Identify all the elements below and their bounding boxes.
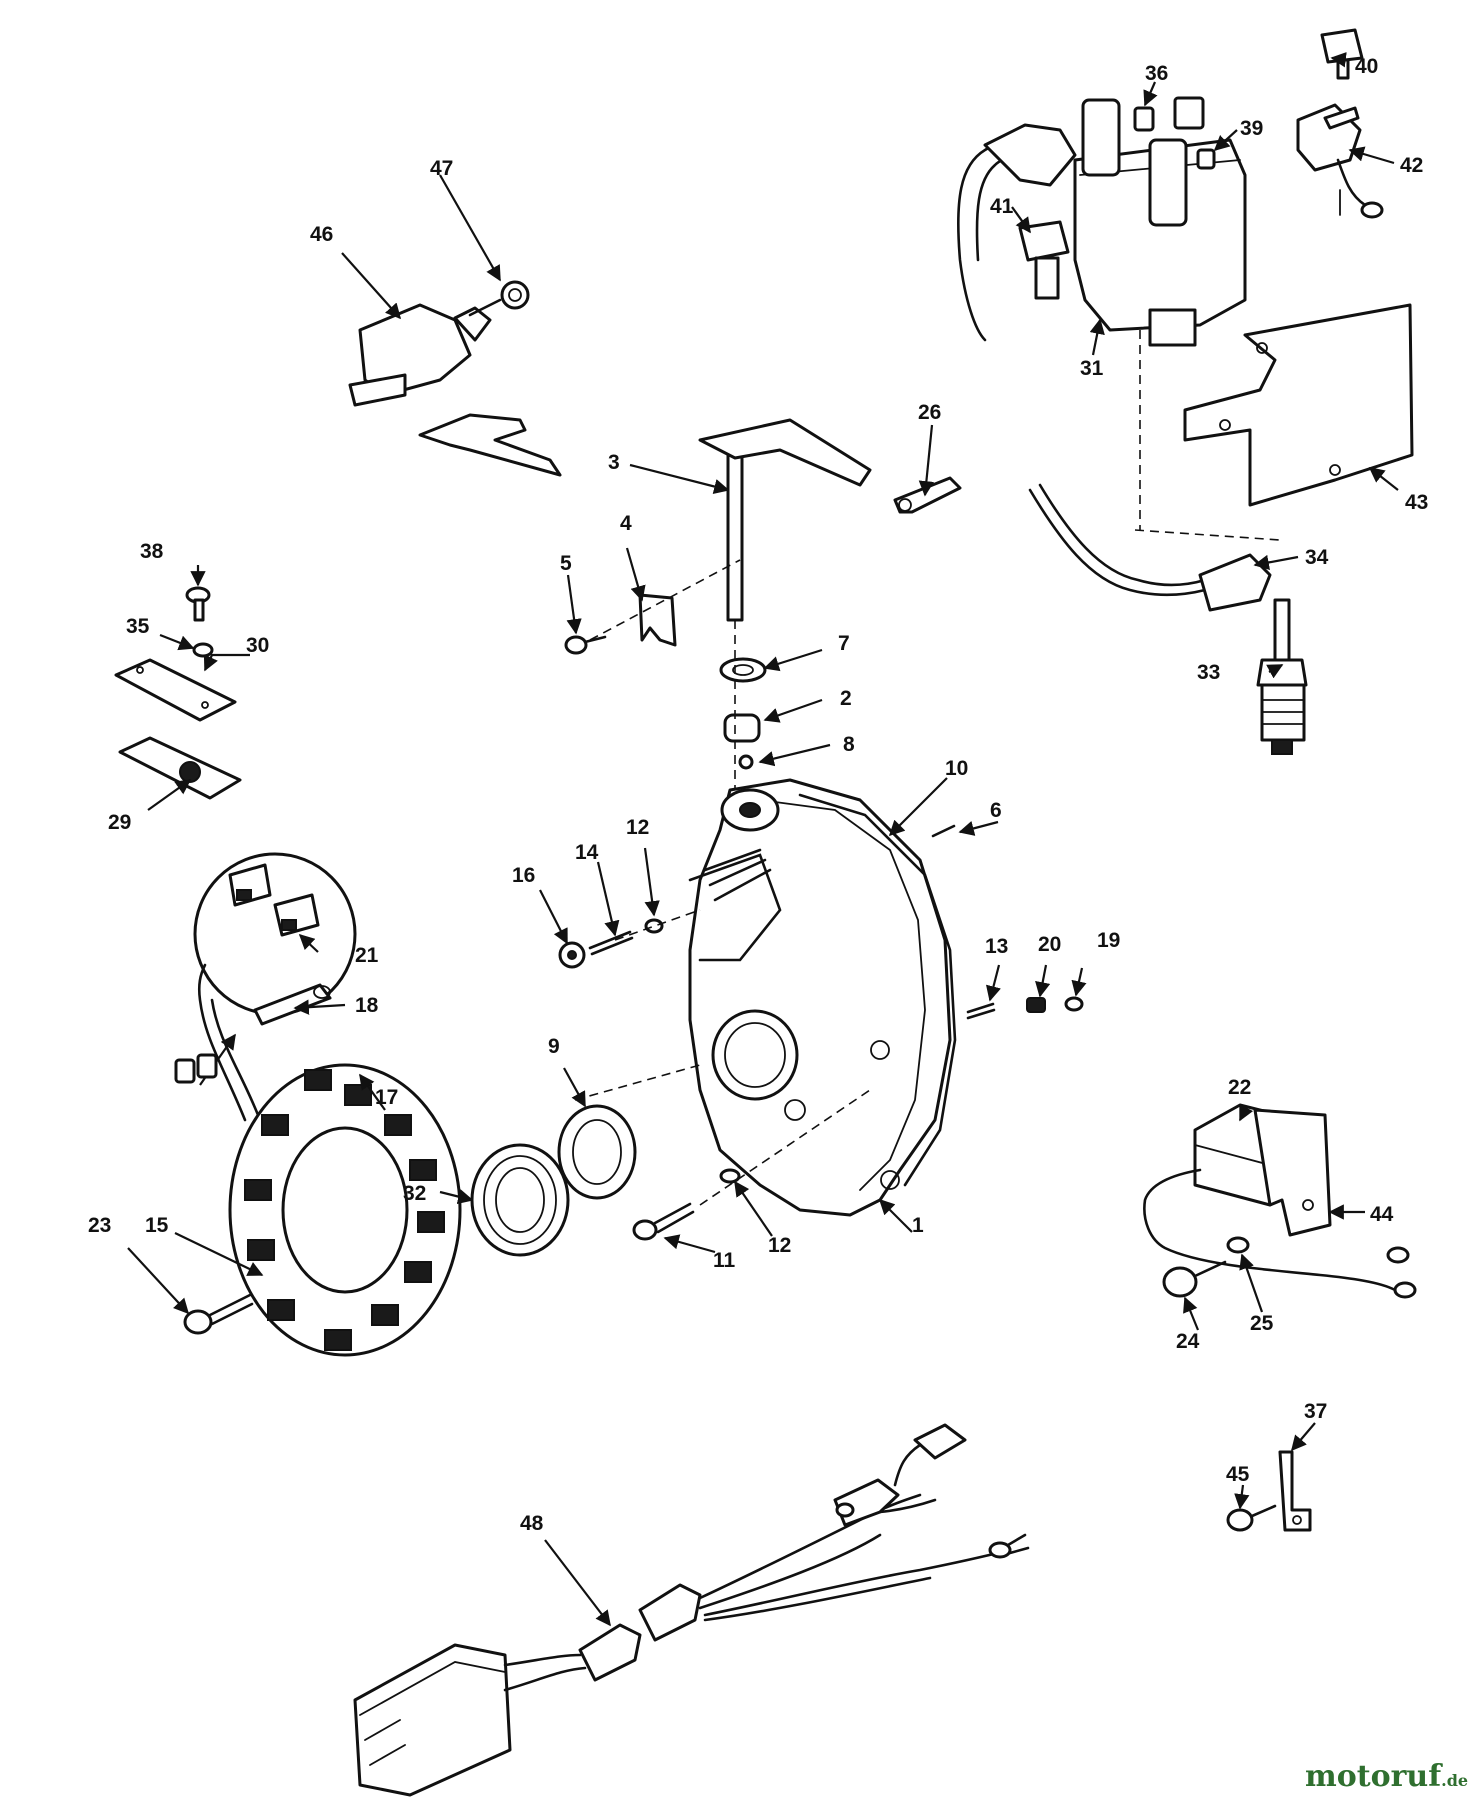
label-40: 40 bbox=[1355, 55, 1378, 78]
label-15: 15 bbox=[145, 1214, 169, 1237]
label-12-upper: 12 bbox=[626, 816, 649, 839]
label-41: 41 bbox=[990, 195, 1014, 218]
label-13: 13 bbox=[985, 935, 1008, 958]
label-39: 39 bbox=[1240, 117, 1263, 140]
part-36-terminal bbox=[1133, 96, 1205, 132]
part-45-screw bbox=[1226, 1504, 1277, 1532]
label-43: 43 bbox=[1405, 491, 1428, 514]
part-37-clamp bbox=[1278, 1450, 1312, 1532]
watermark-brand: motoruf bbox=[1305, 1759, 1443, 1794]
label-8: 8 bbox=[843, 733, 855, 756]
part-43-bracket bbox=[1183, 303, 1414, 507]
label-2: 2 bbox=[840, 687, 852, 710]
part-46-sender bbox=[348, 298, 502, 407]
label-21: 21 bbox=[355, 944, 379, 967]
part-5-screw bbox=[564, 635, 607, 655]
label-22: 22 bbox=[1228, 1076, 1251, 1099]
label-47: 47 bbox=[430, 157, 453, 180]
part-44-heat-sink bbox=[1143, 1108, 1417, 1299]
label-12-lower: 12 bbox=[768, 1234, 791, 1257]
part-41-bolt bbox=[1018, 220, 1070, 300]
label-19: 19 bbox=[1097, 929, 1120, 952]
part-32-bearing bbox=[470, 1143, 570, 1257]
part-12-washer-upper bbox=[644, 918, 664, 934]
part-10-gasket bbox=[798, 793, 957, 1187]
label-9: 9 bbox=[548, 1035, 560, 1058]
label-10: 10 bbox=[945, 757, 968, 780]
label-33: 33 bbox=[1197, 661, 1220, 684]
label-3: 3 bbox=[608, 451, 620, 474]
label-14: 14 bbox=[575, 841, 599, 864]
part-4-bracket bbox=[638, 593, 677, 647]
part-3-governor-shaft bbox=[418, 413, 872, 622]
part-48-wiring-harness bbox=[353, 1423, 1030, 1797]
part-24-screw bbox=[1162, 1260, 1227, 1298]
part-2-collar bbox=[723, 713, 761, 743]
part-39-terminal bbox=[1196, 148, 1216, 170]
label-44: 44 bbox=[1370, 1203, 1394, 1226]
label-48: 48 bbox=[520, 1512, 544, 1535]
part-25-washer bbox=[1226, 1236, 1250, 1254]
part-26-clip bbox=[893, 476, 962, 514]
part-8-ball bbox=[738, 754, 754, 770]
label-5: 5 bbox=[560, 552, 572, 575]
part-13-stud bbox=[966, 1002, 996, 1020]
label-23: 23 bbox=[88, 1214, 111, 1237]
part-31-ignition-coil bbox=[956, 98, 1247, 347]
part-33-spark-plug bbox=[1256, 598, 1308, 755]
part-20-nut bbox=[1026, 997, 1046, 1013]
label-20: 20 bbox=[1038, 933, 1061, 956]
label-42: 42 bbox=[1400, 154, 1423, 177]
label-7: 7 bbox=[838, 632, 850, 655]
watermark-tld: .de bbox=[1441, 1771, 1468, 1790]
part-38-screw bbox=[185, 586, 211, 622]
label-16: 16 bbox=[512, 864, 535, 887]
label-35: 35 bbox=[126, 615, 150, 638]
part-34-spark-plug-lead bbox=[1028, 483, 1272, 612]
part-11-bolt bbox=[632, 1202, 695, 1241]
part-47-lock-washer bbox=[500, 280, 530, 310]
part-23-screw bbox=[183, 1293, 254, 1335]
part-6-pin bbox=[931, 824, 956, 838]
label-36: 36 bbox=[1145, 62, 1168, 85]
label-26: 26 bbox=[918, 401, 941, 424]
part-18-terminal bbox=[253, 983, 332, 1026]
part-12-washer-lower bbox=[719, 1168, 741, 1184]
label-31: 31 bbox=[1080, 357, 1104, 380]
leader-lines bbox=[127, 52, 1399, 1627]
label-29: 29 bbox=[108, 811, 131, 834]
part-42-capacitor bbox=[1296, 103, 1384, 219]
part-1-housing bbox=[688, 778, 952, 1217]
label-46: 46 bbox=[310, 223, 333, 246]
part-17-stator bbox=[174, 963, 462, 1357]
detail-circle bbox=[193, 852, 357, 1016]
label-32: 32 bbox=[403, 1182, 426, 1205]
label-38: 38 bbox=[140, 540, 164, 563]
label-30: 30 bbox=[246, 634, 269, 657]
label-17: 17 bbox=[375, 1086, 398, 1109]
label-18: 18 bbox=[355, 994, 379, 1017]
label-11: 11 bbox=[713, 1249, 736, 1272]
label-34: 34 bbox=[1305, 546, 1329, 569]
label-4: 4 bbox=[620, 512, 632, 535]
watermark-logo: motoruf.de bbox=[1305, 1759, 1468, 1794]
part-21-connector-housings bbox=[228, 863, 320, 937]
part-29-plate bbox=[118, 736, 242, 800]
part-14-stud bbox=[588, 930, 634, 956]
callout-labels: 40 36 39 42 47 46 41 31 3 26 43 4 38 34 … bbox=[88, 55, 1428, 1535]
svg-text:motoruf.de: motoruf.de bbox=[1305, 1759, 1468, 1794]
label-25: 25 bbox=[1250, 1312, 1274, 1335]
label-37: 37 bbox=[1304, 1400, 1327, 1423]
part-30-plate bbox=[114, 658, 237, 722]
part-16-nut bbox=[558, 941, 586, 969]
part-9-seal bbox=[557, 1104, 637, 1200]
label-1: 1 bbox=[912, 1214, 924, 1237]
label-6: 6 bbox=[990, 799, 1002, 822]
label-45: 45 bbox=[1226, 1463, 1250, 1486]
part-7-bushing bbox=[719, 657, 767, 683]
part-35-washer bbox=[192, 642, 214, 658]
part-19-plug bbox=[1064, 996, 1084, 1012]
label-24: 24 bbox=[1176, 1330, 1200, 1353]
